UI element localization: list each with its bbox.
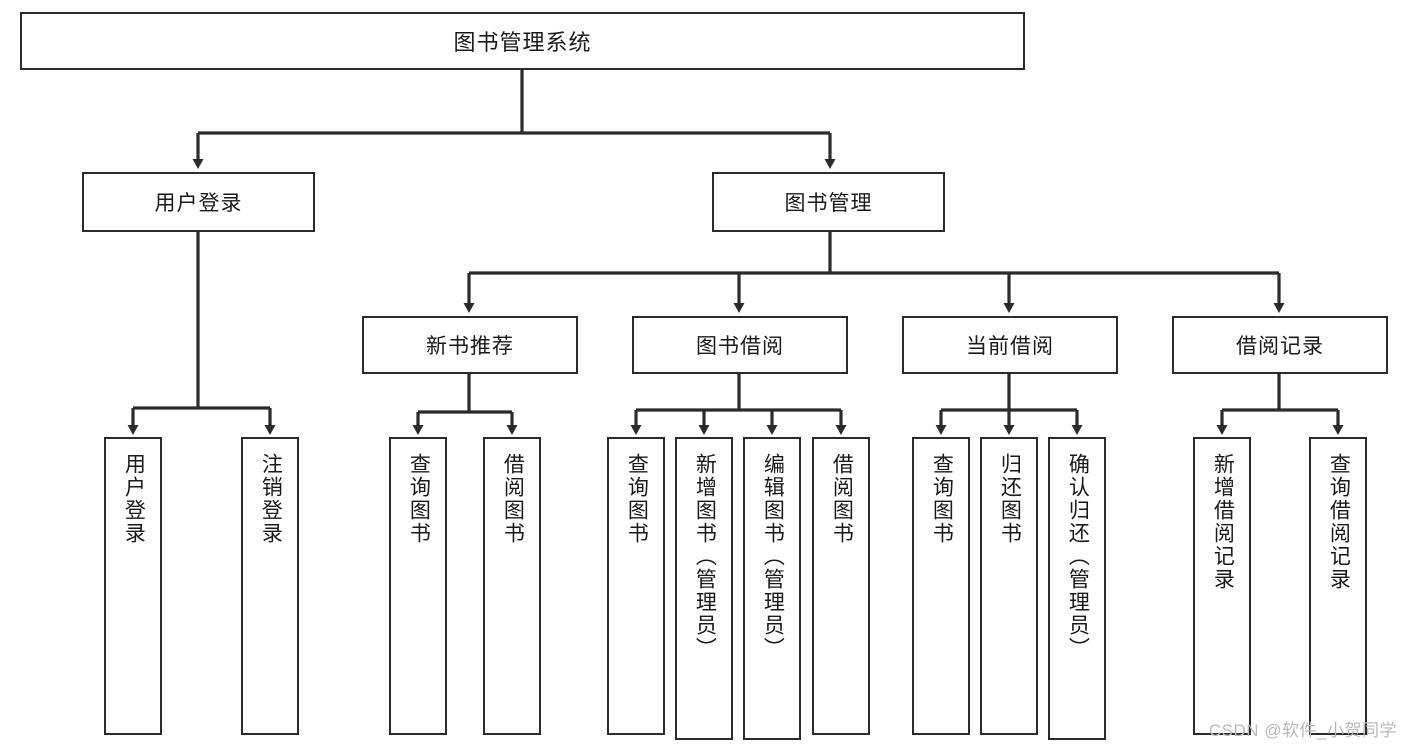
node-label: 确认归还（管理员）: [1066, 453, 1090, 660]
node-label: 查询图书: [930, 453, 954, 545]
node-label: 查询图书: [625, 453, 649, 545]
node-borrow-record[interactable]: 借阅记录: [1172, 316, 1388, 374]
node-label: 查询借阅记录: [1327, 453, 1351, 591]
watermark-text: CSDN @软件_小贺同学: [1208, 721, 1397, 740]
node-label: 归还图书: [998, 453, 1022, 545]
node-label: 图书借阅: [696, 335, 784, 358]
node-label: 新增图书（管理员）: [693, 453, 717, 660]
node-label: 借阅记录: [1236, 335, 1324, 358]
node-book-borrow[interactable]: 图书借阅: [632, 316, 848, 374]
node-leaf-user-logout[interactable]: 注销登录: [241, 437, 299, 735]
node-label: 借阅图书: [501, 453, 525, 545]
node-label: 编辑图书（管理员）: [761, 453, 785, 660]
node-leaf-user-login[interactable]: 用户登录: [104, 437, 162, 735]
node-label: 查询图书: [407, 453, 431, 545]
node-label: 当前借阅: [966, 335, 1054, 358]
node-leaf-return-book[interactable]: 归还图书: [980, 437, 1038, 735]
node-label: 新增借阅记录: [1211, 453, 1235, 591]
node-leaf-borrow-book[interactable]: 借阅图书: [812, 437, 870, 735]
node-user-login[interactable]: 用户登录: [82, 172, 315, 232]
node-book-management[interactable]: 图书管理: [712, 172, 945, 232]
node-current-borrow[interactable]: 当前借阅: [902, 316, 1118, 374]
node-label: 用户登录: [122, 453, 146, 545]
node-label: 图书管理系统: [453, 30, 592, 55]
node-label: 借阅图书: [830, 453, 854, 545]
node-leaf-edit-book[interactable]: 编辑图书（管理员）: [743, 437, 801, 740]
node-leaf-borrow-book-recommend[interactable]: 借阅图书: [483, 437, 541, 735]
node-leaf-add-book[interactable]: 新增图书（管理员）: [675, 437, 733, 740]
node-leaf-query-book-current[interactable]: 查询图书: [912, 437, 970, 735]
node-leaf-query-book-recommend[interactable]: 查询图书: [389, 437, 447, 735]
node-label: 图书管理: [784, 192, 873, 215]
node-new-book-recommend[interactable]: 新书推荐: [362, 316, 578, 374]
node-leaf-confirm-return[interactable]: 确认归还（管理员）: [1048, 437, 1106, 740]
node-leaf-query-borrow-record[interactable]: 查询借阅记录: [1309, 437, 1367, 735]
node-label: 用户登录: [154, 192, 243, 215]
node-root-book-management-system[interactable]: 图书管理系统: [20, 12, 1025, 70]
node-label: 注销登录: [259, 453, 283, 545]
node-label: 新书推荐: [426, 335, 514, 358]
node-leaf-add-borrow-record[interactable]: 新增借阅记录: [1193, 437, 1251, 735]
node-leaf-query-book-borrow[interactable]: 查询图书: [607, 437, 665, 735]
